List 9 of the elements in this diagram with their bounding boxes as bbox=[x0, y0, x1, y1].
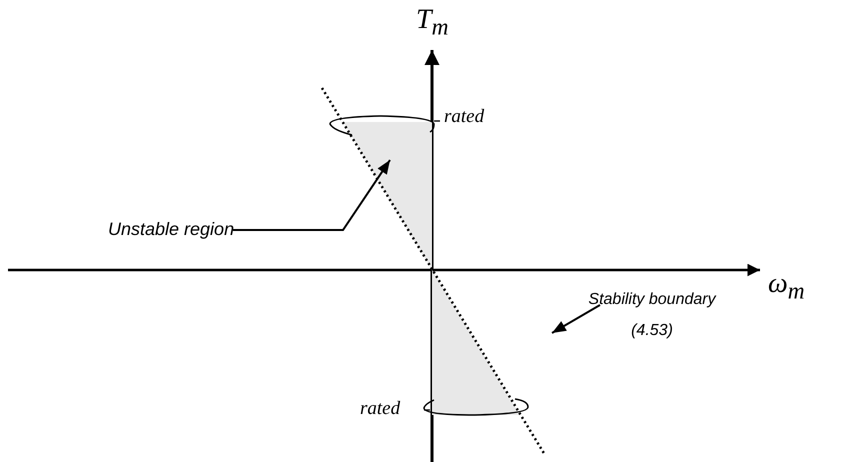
boundary-line bbox=[320, 87, 546, 456]
axis-label: T$_{m}$ bbox=[416, 4, 448, 42]
leader-arrow bbox=[233, 159, 391, 231]
axis-label: ω$_{m}$ bbox=[768, 268, 805, 306]
tick-label: rated bbox=[360, 398, 400, 420]
leader-arrow bbox=[552, 304, 600, 334]
callout-text: Stability boundary (4.53) bbox=[577, 284, 727, 346]
tick-label: rated bbox=[444, 106, 484, 128]
callout-text: Unstable region bbox=[108, 219, 234, 240]
